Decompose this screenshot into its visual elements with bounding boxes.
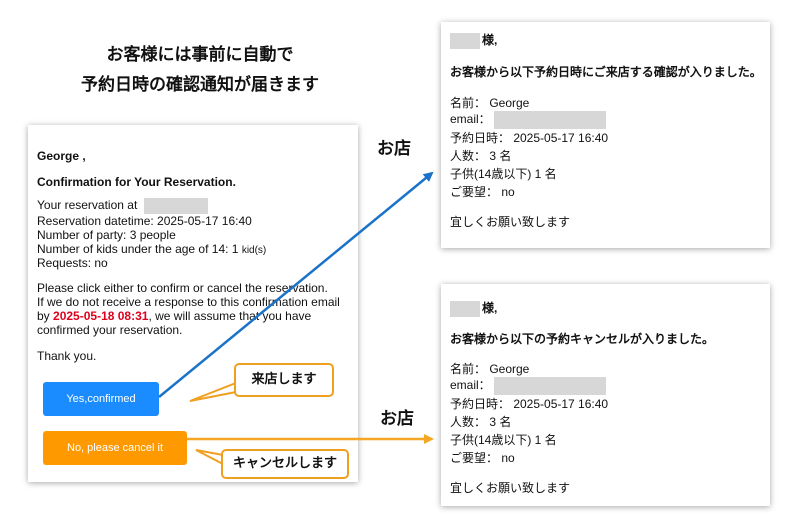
headline: お客様には事前に自動で 予約日時の確認通知が届きます [40, 40, 360, 100]
instruction-line-1: Please click either to confirm or cancel… [37, 281, 328, 295]
confirm-kids: 子供(14歳以下) 1 名 [450, 167, 557, 181]
cancel-kids: 子供(14歳以下) 1 名 [450, 433, 557, 447]
thank-you: Thank you. [37, 349, 97, 363]
confirm-datetime: 予約日時： 2025-05-17 16:40 [450, 131, 609, 145]
reservation-at-line: Your reservation at [37, 198, 208, 214]
cancel-requests: ご要望： no [450, 451, 515, 465]
cancel-closing: 宜しくお願い致します [450, 481, 571, 495]
confirm-button[interactable]: Yes,confirmed [43, 382, 159, 416]
email-label: email： [450, 112, 491, 127]
email-greeting: George , [37, 149, 86, 163]
confirm-customer-name: 名前： George [450, 96, 530, 110]
store-label-bottom: お店 [380, 409, 414, 429]
store-cancel-email-card: 様, お客様から以下の予約キャンセルが入りました。 名前： George ema… [441, 284, 770, 506]
headline-line-1: お客様には事前に自動で [106, 45, 294, 65]
customer-email-card: George , Confirmation for Your Reservati… [28, 125, 358, 482]
confirm-party: 人数： 3 名 [450, 149, 512, 163]
instruction-line-3: by 2025-05-18 08:31, we will assume that… [37, 309, 311, 323]
instruction-line-4: confirmed your reservation. [37, 323, 183, 337]
kids-count-label: Number of kids under the age of 14: 1 [37, 242, 239, 256]
callout-visit: 来店します [234, 363, 334, 397]
party-size: Number of party: 3 people [37, 228, 176, 242]
redacted-email [494, 377, 607, 395]
cancel-datetime: 予約日時： 2025-05-17 16:40 [450, 397, 609, 411]
cancel-email-message: お客様から以下の予約キャンセルが入りました。 [450, 332, 715, 346]
callout-pointer-cancel [195, 449, 224, 466]
callout-pointer-visit [189, 381, 237, 402]
confirm-requests: ご要望： no [450, 185, 515, 199]
deadline-datetime: 2025-05-18 08:31 [53, 309, 149, 323]
confirm-closing: 宜しくお願い致します [450, 215, 571, 229]
redacted-restaurant-name [143, 198, 208, 214]
cancel-email-addressee: 様, [450, 300, 497, 317]
honorific: 様, [482, 33, 498, 47]
store-label-top: お店 [377, 139, 411, 159]
honorific: 様, [482, 301, 498, 315]
callout-cancel: キャンセルします [221, 449, 349, 479]
deadline-suffix: , we will assume that you have [148, 309, 312, 323]
kids-count: Number of kids under the age of 14: 1 ki… [37, 242, 266, 258]
redacted-store-name [450, 32, 480, 49]
deadline-prefix: by [37, 309, 50, 323]
confirm-arrow [158, 171, 434, 398]
confirm-email-message: お客様から以下予約日時にご来店する確認が入りました。 [450, 65, 762, 79]
cancel-email-line: email： [450, 377, 607, 395]
email-label: email： [450, 378, 491, 393]
email-subject: Confirmation for Your Reservation. [37, 175, 236, 189]
redacted-store-name [450, 300, 480, 317]
cancel-customer-name: 名前： George [450, 362, 530, 376]
reservation-datetime: Reservation datetime: 2025-05-17 16:40 [37, 214, 252, 228]
headline-line-2: 予約日時の確認通知が届きます [81, 75, 319, 95]
confirm-email-addressee: 様, [450, 32, 497, 49]
requests: Requests: no [37, 256, 108, 270]
confirm-email-line: email： [450, 111, 607, 129]
redacted-email [494, 111, 607, 129]
instruction-line-2: If we do not receive a response to this … [37, 295, 340, 309]
store-confirm-email-card: 様, お客様から以下予約日時にご来店する確認が入りました。 名前： George… [441, 22, 770, 248]
kids-unit: kid(s) [241, 245, 267, 256]
cancel-button[interactable]: No, please cancel it [43, 431, 187, 465]
cancel-party: 人数： 3 名 [450, 415, 512, 429]
reservation-at-label: Your reservation at [37, 198, 138, 213]
